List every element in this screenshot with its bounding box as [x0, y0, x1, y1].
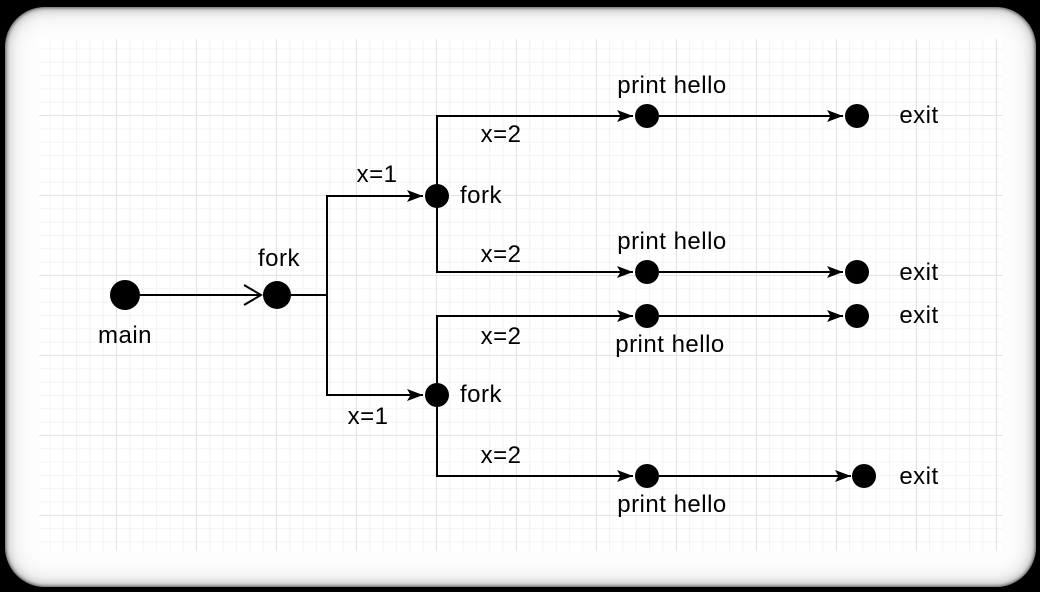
- device-frame: [5, 7, 1036, 587]
- process-node-fork-1: [263, 281, 291, 309]
- process-node-print-4: [635, 464, 659, 488]
- process-node-exit-4: [852, 464, 876, 488]
- edge-fork3-to-print4: [436, 407, 633, 482]
- process-node-exit-2: [845, 260, 869, 284]
- node-layer: [110, 104, 876, 488]
- process-node-fork-2: [425, 184, 449, 208]
- process-node-print-3: [635, 304, 659, 328]
- edge-layer: [140, 110, 851, 482]
- edge-fork2-to-print2: [436, 208, 633, 278]
- edge-fork2-to-print1: [436, 110, 633, 184]
- process-node-exit-1: [845, 104, 869, 128]
- process-node-fork-3: [425, 383, 449, 407]
- process-node-print-2: [635, 260, 659, 284]
- edge-fork1-to-fork3: [291, 294, 423, 401]
- process-node-print-1: [635, 104, 659, 128]
- process-node-main: [110, 280, 140, 310]
- edge-fork1-to-fork2: [291, 190, 423, 296]
- process-node-exit-3: [845, 304, 869, 328]
- edge-fork3-to-print3: [436, 310, 633, 383]
